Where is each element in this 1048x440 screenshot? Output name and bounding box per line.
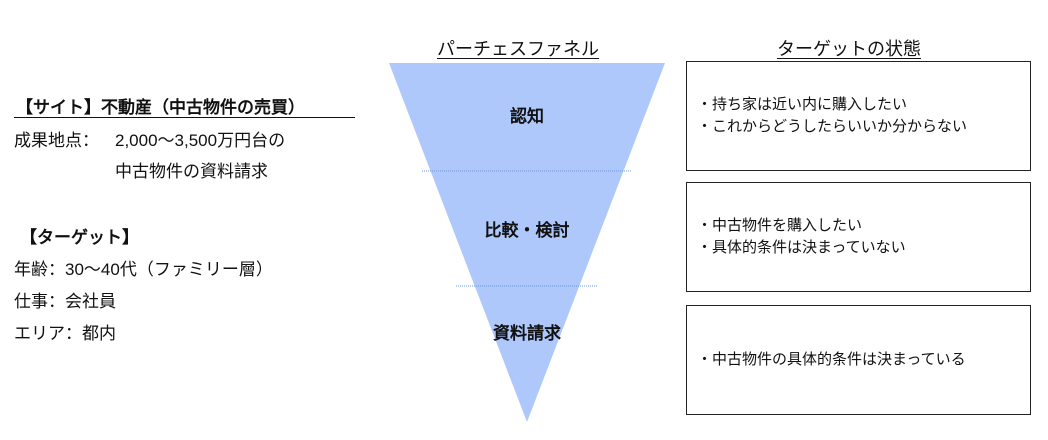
state-item: ・これからどうしたらいいか分からない bbox=[697, 118, 968, 135]
target-heading: 【ターゲット】 bbox=[20, 228, 139, 247]
target-job: 仕事：会社員 bbox=[14, 292, 116, 311]
state-item: ・中古物件の具体的条件は決まっている bbox=[697, 351, 966, 368]
state-box-request: ・中古物件の具体的条件は決まっている bbox=[686, 305, 1031, 415]
goal-line2: 中古物件の資料請求 bbox=[115, 162, 268, 181]
state-item: ・持ち家は近い内に購入したい bbox=[697, 96, 908, 113]
stage-request: 資料請求 bbox=[493, 324, 561, 343]
stage-comparison: 比較・検討 bbox=[484, 221, 570, 240]
state-box-comparison: ・中古物件を購入したい ・具体的条件は決まっていない bbox=[686, 182, 1031, 292]
goal-label: 成果地点： bbox=[14, 131, 99, 150]
site-heading-underline bbox=[14, 117, 355, 118]
funnel-title: パーチェスファネル bbox=[437, 39, 599, 59]
target-age: 年齢：30～40代（ファミリー層） bbox=[14, 260, 273, 279]
funnel-shape bbox=[389, 63, 665, 422]
state-box-awareness: ・持ち家は近い内に購入したい ・これからどうしたらいいか分からない bbox=[686, 61, 1031, 171]
target-area: エリア：都内 bbox=[14, 324, 116, 343]
site-heading: 【サイト】不動産（中古物件の売買） bbox=[16, 98, 305, 117]
states-title: ターゲットの状態 bbox=[777, 39, 921, 59]
goal-line1: 2,000～3,500万円台の bbox=[115, 131, 286, 150]
state-item: ・具体的条件は決まっていない bbox=[697, 239, 906, 256]
stage-awareness: 認知 bbox=[510, 107, 544, 126]
state-item: ・中古物件を購入したい bbox=[697, 217, 863, 234]
